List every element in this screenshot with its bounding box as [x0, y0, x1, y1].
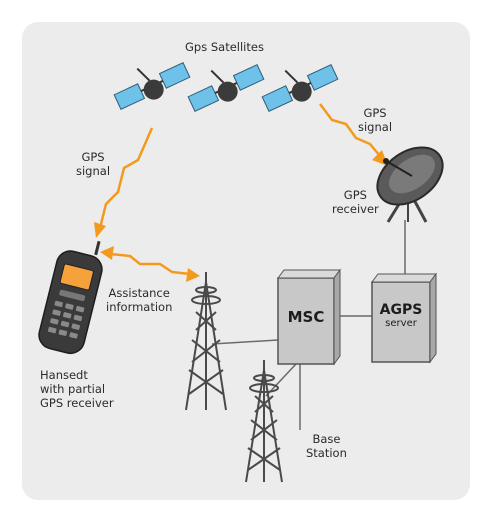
agps-line1: AGPS [379, 302, 423, 318]
gps-signal-left-line2: signal [76, 164, 111, 178]
satellite-icon [261, 64, 339, 112]
gps-signal-right-line2: signal [358, 120, 393, 134]
gps-signal-left-line1: GPS [81, 150, 105, 164]
cell-tower-icon [185, 272, 227, 411]
satellite-dish-icon [376, 146, 444, 223]
satellite-icon [187, 64, 265, 112]
diagram-panel [22, 22, 470, 500]
assistance-line2: information [106, 300, 173, 314]
satellite-icon [113, 62, 191, 110]
satellites-label: Gps Satellites [185, 40, 264, 54]
gps-receiver-line2: receiver [332, 202, 379, 216]
cell-tower-icon [245, 360, 283, 483]
handset-label: Hansedt with partial GPS receiver [40, 368, 114, 410]
agps-line2: server [385, 318, 417, 329]
handset-line2: with partial [40, 382, 106, 396]
handset-line3: GPS receiver [40, 396, 114, 410]
assistance-label: Assistance information [106, 286, 172, 314]
gps-receiver-line1: GPS [343, 188, 367, 202]
assistance-bolt [100, 246, 200, 282]
handset-line1: Hansedt [40, 368, 88, 382]
gps-signal-right-label: GPS signal [358, 106, 392, 134]
assistance-line1: Assistance [108, 286, 170, 300]
base-station-label: Base Station [306, 432, 347, 460]
base-station-line1: Base [312, 432, 341, 446]
gps-signal-left-label: GPS signal [76, 150, 110, 178]
mobile-phone-icon [38, 240, 103, 355]
gps-receiver-label: GPS receiver [332, 188, 379, 216]
link-tower1-msc [211, 339, 279, 345]
gps-signal-right-line1: GPS [363, 106, 387, 120]
base-station-line2: Station [306, 446, 347, 460]
agps-server-box [371, 272, 437, 364]
msc-box [277, 268, 341, 366]
agps-label: AGPS server [372, 302, 430, 329]
msc-label: MSC [287, 308, 325, 326]
gps-signal-left-bolt [94, 127, 154, 238]
network-links [211, 220, 406, 430]
